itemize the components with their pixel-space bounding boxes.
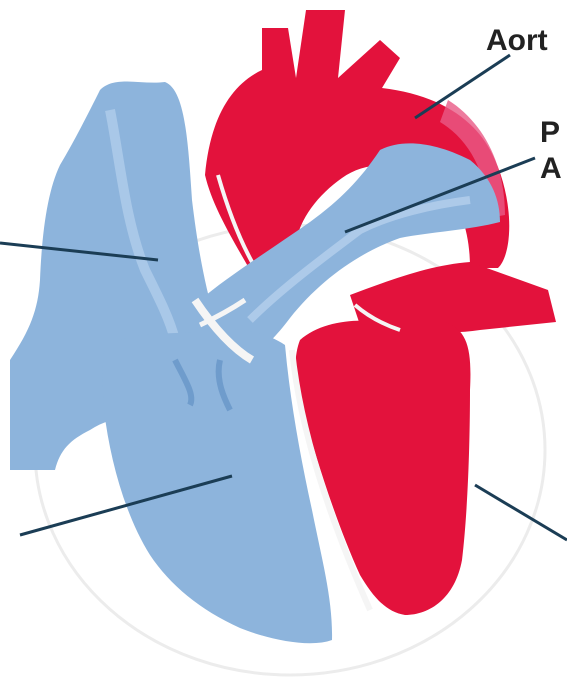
pulmonary-artery-label-line1: P <box>540 116 560 149</box>
leader-line-left-ventricle <box>475 485 567 540</box>
aorta-label: Aort <box>486 24 548 57</box>
leader-line-aorta <box>415 55 510 118</box>
pulmonary-artery-label-line2: A <box>540 152 562 185</box>
